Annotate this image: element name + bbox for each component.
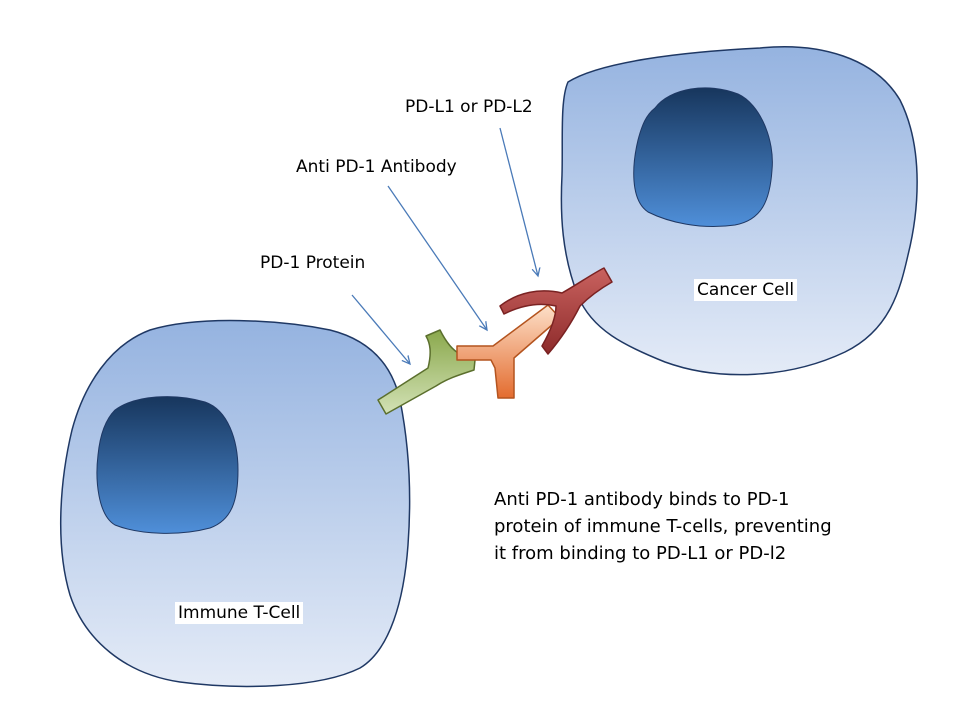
description-line: it from binding to PD-L1 or PD-l2 — [494, 543, 787, 564]
label-cancer-cell: Cancer Cell — [694, 279, 798, 301]
t-cell-nucleus — [96, 396, 239, 534]
label-antibody: Anti PD-1 Antibody — [293, 156, 460, 178]
pd1-protein-shape — [377, 329, 477, 415]
arrow-antibody — [387, 185, 487, 330]
antibody-shape — [456, 304, 561, 399]
description-line: protein of immune T-cells, preventing — [494, 516, 832, 537]
label-pd1-protein: PD-1 Protein — [257, 252, 369, 274]
arrow-pdl — [499, 127, 538, 276]
cancer-cell-nucleus — [633, 87, 773, 228]
arrow-pd1 — [351, 294, 410, 364]
description-text: Anti PD-1 antibody binds to PD-1 protein… — [494, 486, 894, 567]
label-pdl: PD-L1 or PD-L2 — [402, 96, 536, 118]
description-line: Anti PD-1 antibody binds to PD-1 — [494, 489, 790, 510]
label-t-cell: Immune T-Cell — [175, 602, 304, 624]
pdl-ligand-shape — [499, 267, 613, 355]
